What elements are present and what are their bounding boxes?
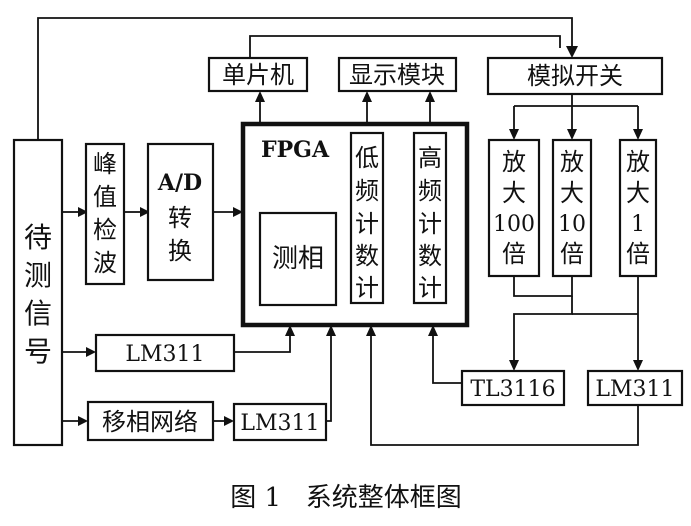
- block-lm311-right: LM311: [586, 369, 684, 407]
- ad-char-2: 换: [168, 237, 192, 265]
- block-analog-switch: 模拟开关: [486, 56, 664, 96]
- ad-label-line1: A/D: [157, 170, 202, 196]
- block-phase-shift: 移相网络: [86, 400, 215, 442]
- block-amp-10: 放 大 10 倍: [551, 138, 593, 278]
- amp100-char-2: 大: [502, 179, 526, 207]
- block-tl3116: TL3116: [460, 369, 566, 407]
- switch-label: 模拟开关: [527, 62, 623, 90]
- low-char-1: 低: [355, 144, 379, 172]
- low-char-4: 数: [355, 242, 379, 270]
- amp10-char-1: 放: [560, 148, 584, 176]
- signal-char-1: 待: [24, 221, 52, 254]
- signal-char-2: 测: [24, 259, 52, 292]
- lm311-bottom-label: LM311: [240, 411, 319, 436]
- peak-char-3: 检: [93, 216, 117, 244]
- peak-char-1: 峰: [93, 150, 117, 178]
- block-low-freq-counter: 低 频 计 数 计: [349, 131, 385, 305]
- block-amp-1: 放 大 1 倍: [618, 138, 658, 278]
- ad-char-1: 转: [168, 204, 192, 232]
- amp1-char-2: 大: [626, 179, 650, 207]
- block-ad-converter: A/D 转 换: [146, 142, 215, 282]
- low-char-5: 计: [355, 274, 379, 302]
- amp1-char-1: 放: [626, 148, 650, 176]
- peak-char-2: 值: [93, 183, 117, 211]
- high-char-3: 计: [418, 210, 442, 238]
- fpga-label: FPGA: [261, 137, 330, 163]
- low-char-3: 计: [355, 210, 379, 238]
- block-high-freq-counter: 高 频 计 数 计: [412, 131, 448, 305]
- peak-char-4: 波: [93, 249, 117, 277]
- amp100-gain: 100: [493, 212, 535, 237]
- block-peak-detector: 峰 值 检 波: [84, 142, 126, 286]
- block-lm311-bottom: LM311: [232, 402, 328, 442]
- figure-caption: 图 1 系统整体框图: [230, 483, 462, 513]
- block-mcu: 单片机: [207, 56, 309, 93]
- block-phase-measure: 测相: [258, 211, 338, 307]
- block-display: 显示模块: [337, 56, 458, 93]
- amp100-char-3: 倍: [502, 240, 526, 268]
- lm311-top-label: LM311: [125, 342, 204, 367]
- amp100-char-1: 放: [502, 148, 526, 176]
- phase-label: 测相: [272, 244, 324, 274]
- lm311-right-label: LM311: [595, 377, 674, 402]
- amp10-char-3: 倍: [560, 240, 584, 268]
- display-label: 显示模块: [349, 61, 445, 89]
- amp10-char-2: 大: [560, 179, 584, 207]
- arrowheads: [78, 46, 643, 426]
- mcu-label: 单片机: [222, 61, 294, 89]
- amp1-char-3: 倍: [626, 240, 650, 268]
- signal-char-3: 信: [24, 297, 52, 330]
- high-char-4: 数: [418, 242, 442, 270]
- tl3116-label: TL3116: [470, 377, 555, 402]
- high-char-2: 频: [418, 177, 442, 205]
- block-signal: 待 测 信 号: [12, 138, 64, 447]
- signal-char-4: 号: [24, 335, 52, 368]
- phase-shift-label: 移相网络: [102, 408, 198, 436]
- high-char-5: 计: [418, 274, 442, 302]
- block-amp-100: 放 大 100 倍: [487, 138, 541, 278]
- amp10-gain: 10: [558, 212, 586, 237]
- low-char-2: 频: [355, 177, 379, 205]
- high-char-1: 高: [418, 144, 442, 172]
- block-lm311-top: LM311: [94, 333, 236, 373]
- amp1-gain: 1: [631, 212, 645, 237]
